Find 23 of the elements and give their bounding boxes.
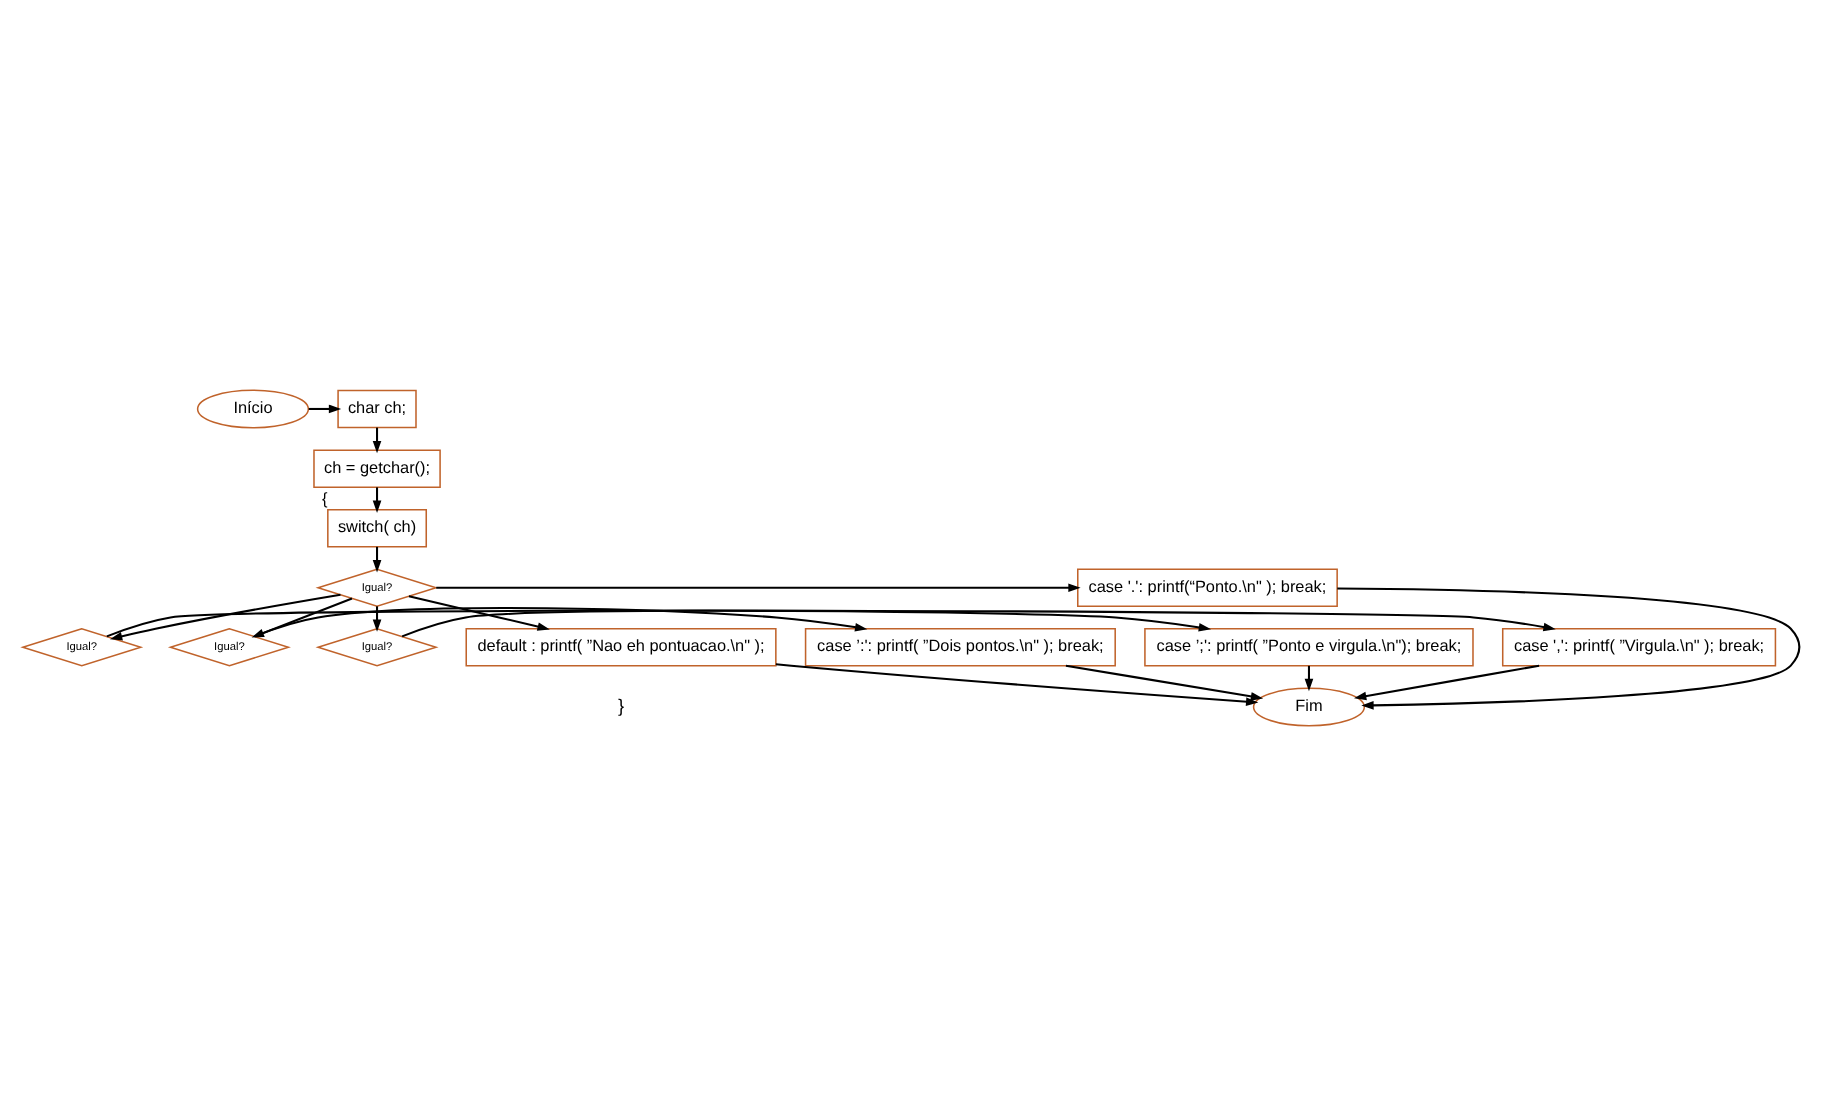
node-box: case ’;': printf( ”Ponto e virgula.\n"); break; — [1144, 627, 1474, 667]
node-label: { — [322, 490, 328, 509]
node-ellipse: Início — [196, 389, 310, 429]
node-box: case ’:': printf( ”Dois pontos.\n" ); break; — [804, 627, 1116, 667]
arrow — [308, 404, 342, 414]
arrow — [1304, 665, 1314, 692]
arrow — [1337, 587, 1800, 710]
arrow — [372, 427, 382, 454]
arrow — [372, 546, 382, 573]
arrow — [1354, 664, 1540, 701]
node-box: switch( ch) — [327, 509, 427, 548]
label: } — [617, 695, 625, 716]
arrow — [1065, 664, 1264, 701]
node-box: default : printf( ”Nao eh pontuacao.\n" ); — [465, 627, 777, 667]
node-box: char ch; — [337, 389, 417, 429]
arrow — [436, 583, 1081, 593]
arrow — [408, 595, 550, 631]
arrow — [401, 609, 1212, 638]
node-box: ch = getchar(); — [313, 449, 441, 489]
arrow — [775, 663, 1259, 706]
arrow — [372, 487, 382, 513]
node-box: case '.': printf(“Ponto.\n" ); break; — [1077, 568, 1338, 607]
node-box: case ',': printf( ”Virgula.\n" ); break; — [1501, 627, 1777, 667]
